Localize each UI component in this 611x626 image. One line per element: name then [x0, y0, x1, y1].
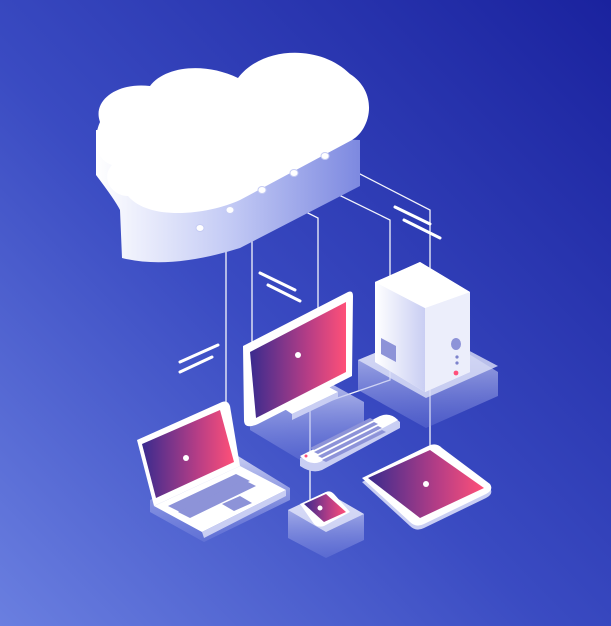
server-icon: [358, 262, 498, 428]
laptop-icon: [137, 401, 290, 542]
cloud-ports: [195, 152, 330, 232]
tablet-icon: [362, 444, 492, 530]
data-dash-marks: [178, 205, 442, 374]
keyboard-icon: [300, 414, 400, 472]
phone-icon: [288, 491, 364, 558]
cloud-icon: [96, 52, 370, 263]
monitor-icon: [243, 291, 364, 460]
